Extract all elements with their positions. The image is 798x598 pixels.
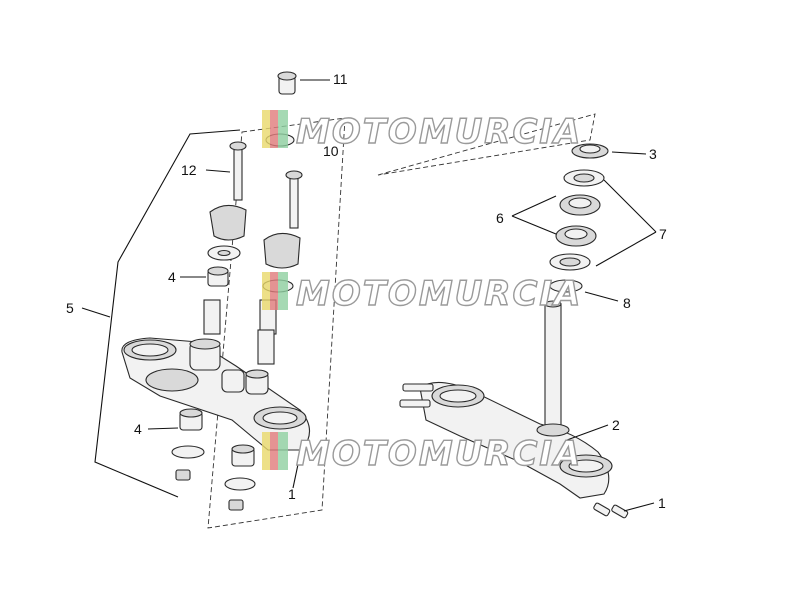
callout-4-upper: 4 <box>168 269 176 285</box>
leader-lines <box>81 79 657 512</box>
right-dashed-outline <box>377 113 596 176</box>
callout-11: 11 <box>333 71 348 87</box>
callout-3: 3 <box>649 146 657 162</box>
watermark-text: MOTOMURCIA <box>296 274 582 314</box>
watermark-text: MOTOMURCIA <box>296 112 582 152</box>
watermark-text: MOTOMURCIA <box>296 434 582 474</box>
watermark: MOTOMURCIA MOTOMURCIA MOTOMURCIA <box>262 110 582 475</box>
callout-12: 12 <box>181 162 197 178</box>
callout-4-lower: 4 <box>134 421 142 437</box>
callout-1-left: 1 <box>288 486 296 502</box>
callout-labels: 11 10 12 4 5 4 1 3 6 7 8 2 1 <box>66 71 667 511</box>
callout-8: 8 <box>623 295 631 311</box>
callout-7: 7 <box>659 226 667 242</box>
callout-5: 5 <box>66 300 74 316</box>
bracket-5 <box>94 129 241 498</box>
callout-1-right: 1 <box>658 495 666 511</box>
lower-triple-clamp <box>399 300 629 519</box>
bearing-stack <box>549 143 609 293</box>
callout-6: 6 <box>496 210 504 226</box>
callout-2: 2 <box>612 417 620 433</box>
callout-10: 10 <box>323 143 339 159</box>
upper-triple-clamp <box>121 337 311 451</box>
